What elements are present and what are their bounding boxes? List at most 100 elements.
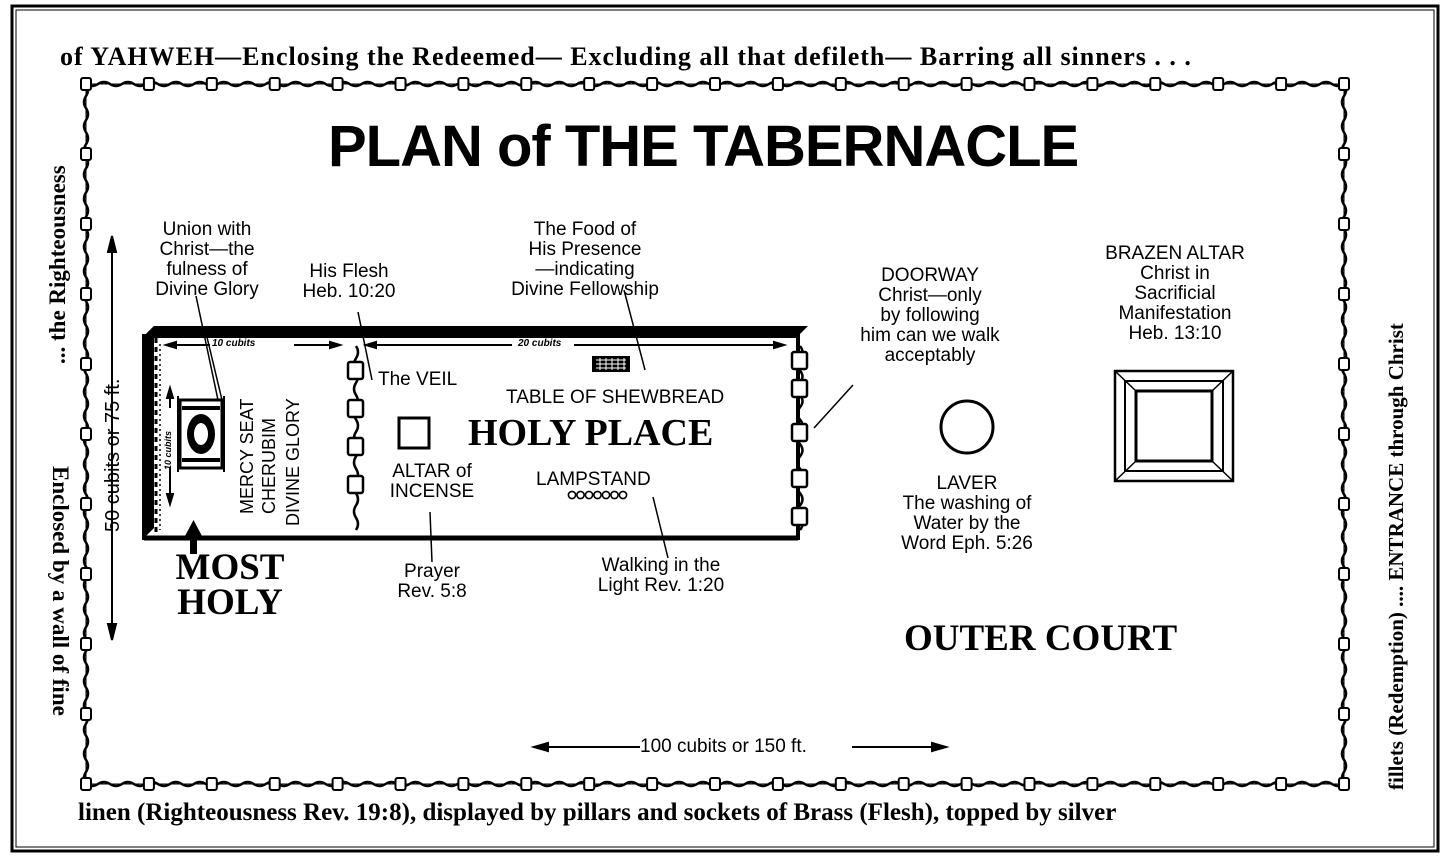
laver — [939, 399, 995, 455]
veil-pillar — [346, 360, 365, 381]
pillar-bottom — [1338, 777, 1350, 791]
pillar-right — [1338, 497, 1350, 511]
lamp — [593, 490, 602, 500]
pillar-right — [1338, 147, 1350, 161]
pillar-top — [80, 77, 92, 91]
pillar-bottom — [897, 777, 910, 791]
pillar-bottom — [268, 777, 281, 791]
mercy-seat-ark — [177, 396, 225, 472]
doorway-pillars — [790, 345, 809, 531]
pillar-top — [583, 77, 596, 91]
dimension-length: 100 cubits or 150 ft. — [640, 736, 807, 757]
pillar-left — [80, 357, 92, 371]
pillar-bottom — [1212, 777, 1225, 791]
pillar-right — [1338, 707, 1350, 721]
pillar-top — [520, 77, 533, 91]
pillar-bottom — [646, 777, 659, 791]
border-text-left-upper: ... the Righteousness — [45, 165, 70, 364]
pillar-right — [1338, 637, 1350, 651]
pillar-top — [834, 77, 847, 91]
pillar-bottom — [1275, 777, 1288, 791]
frame-border-inner — [15, 9, 1435, 848]
pillar-bottom — [834, 777, 847, 791]
pillar-bottom — [80, 777, 92, 791]
pillar-bottom — [457, 777, 470, 791]
pillar-right — [1338, 427, 1350, 441]
label-cherubim: CHERUBIM — [259, 417, 279, 514]
pillar-left — [80, 567, 92, 581]
veil-divider — [346, 345, 365, 531]
label-lampstand: LAMPSTAND — [536, 469, 651, 490]
pillar-bottom — [1086, 777, 1099, 791]
lamp — [601, 490, 611, 500]
dimension-arrows — [106, 235, 950, 753]
label-altar-of-incense: ALTAR of INCENSE — [389, 461, 475, 502]
dimension-holy-length: 20 cubits — [518, 338, 562, 349]
pillar-left — [80, 707, 92, 721]
dimension-most-holy-width: 10 cubits — [163, 430, 173, 470]
brazen-altar — [1113, 369, 1235, 483]
label-holy-place: HOLY PLACE — [468, 412, 714, 454]
border-text-bottom: linen (Righteousness Rev. 19:8), display… — [78, 799, 1117, 826]
door-pillar — [790, 468, 809, 489]
pillar-top — [1086, 77, 1099, 91]
pillar-bottom — [583, 777, 596, 791]
page-title: PLAN of THE TABERNACLE — [328, 114, 1079, 179]
pillar-top — [709, 77, 721, 91]
altar-of-incense — [397, 416, 431, 450]
door-pillar — [790, 378, 809, 399]
most-holy-pointer — [185, 520, 202, 554]
callout-lines — [195, 289, 854, 563]
pillar-left — [80, 147, 92, 161]
veil-pillar — [346, 474, 365, 495]
pillar-bottom — [142, 777, 155, 791]
dimension-most-holy-length: 10 cubits — [212, 338, 256, 349]
frame-border — [10, 4, 1440, 853]
lamp — [567, 490, 577, 500]
label-table-of-shewbread: TABLE OF SHEWBREAD — [506, 387, 725, 408]
pillar-bottom — [709, 777, 721, 791]
pillar-top — [205, 77, 218, 91]
pillar-bottom — [520, 777, 533, 791]
tabernacle-tent — [142, 326, 808, 541]
pillar-bottom — [1149, 777, 1162, 791]
border-text-top: of YAHWEH—Enclosing the Redeemed— Exclud… — [60, 42, 1192, 71]
veil-pillar — [346, 398, 365, 419]
pillar-bottom — [331, 777, 344, 791]
label-most-holy: MOST HOLY — [175, 547, 285, 624]
table-of-shewbread — [592, 356, 630, 372]
label-divine-glory: DIVINE GLORY — [283, 398, 303, 526]
lamp — [584, 490, 594, 500]
lampstand-lamps — [567, 490, 628, 500]
pillar-top — [1338, 77, 1350, 91]
pillar-top — [142, 77, 155, 91]
pillar-bottom — [771, 777, 784, 791]
pillar-right — [1338, 287, 1350, 301]
border-text-left: Enclosed by a wall of fine — [48, 466, 73, 716]
dimension-width: 50 cubits or 75 ft. — [102, 378, 124, 532]
court-wall-fence — [80, 77, 1350, 791]
pillar-top — [771, 77, 784, 91]
pillar-top — [394, 77, 407, 91]
border-text-right: fillets (Redemption) .... ENTRANCE throu… — [1384, 323, 1408, 790]
pillar-top — [331, 77, 344, 91]
label-doorway: DOORWAY Christ—only by following him can… — [860, 265, 1000, 366]
label-veil: The VEIL — [378, 369, 458, 390]
pillar-right — [1338, 217, 1350, 231]
door-pillar — [790, 506, 809, 527]
pillar-top — [1023, 77, 1036, 91]
pillar-top — [457, 77, 470, 91]
pillar-left — [80, 427, 92, 441]
pillar-top — [1149, 77, 1162, 91]
pillar-bottom — [1023, 777, 1036, 791]
label-outer-court: OUTER COURT — [904, 618, 1178, 659]
pillar-bottom — [960, 777, 973, 791]
label-his-flesh: His Flesh Heb. 10:20 — [302, 261, 396, 302]
pillar-bottom — [205, 777, 218, 791]
lamp — [610, 490, 619, 500]
label-laver: LAVER The washing of Water by the Word E… — [901, 473, 1033, 554]
label-brazen-altar: BRAZEN ALTAR Christ in Sacrificial Manif… — [1105, 243, 1245, 344]
pillar-top — [1212, 77, 1225, 91]
